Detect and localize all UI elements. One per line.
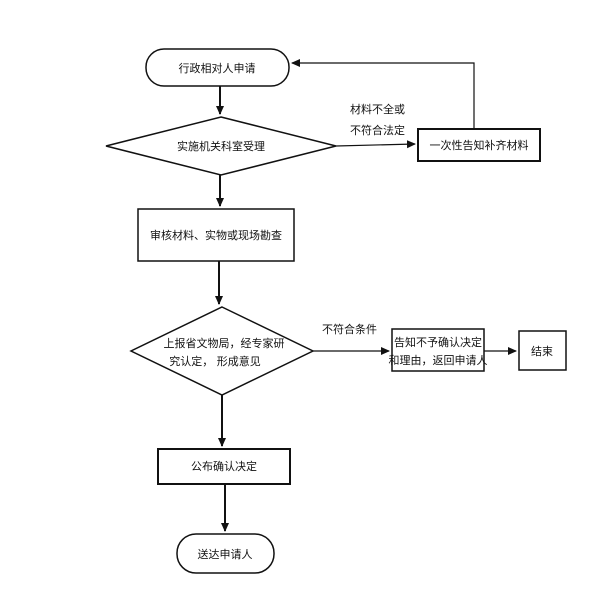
edge-label-incomplete-line1: 材料不全或 bbox=[350, 102, 405, 116]
node-reject: 告知不予确认决定 和理由，返回申请人 bbox=[389, 328, 488, 372]
node-accept: 实施机关科室受理 bbox=[105, 116, 337, 176]
applicant-shape bbox=[145, 48, 290, 87]
deliver-label: 送达申请人 bbox=[198, 547, 253, 561]
reject-shape bbox=[391, 328, 485, 372]
node-end: 结束 bbox=[518, 330, 567, 371]
report-label-line1: 上报省文物局，经专家研 bbox=[164, 336, 285, 350]
end-shape bbox=[518, 330, 567, 371]
node-deliver: 送达申请人 bbox=[176, 533, 275, 574]
report-label-line2: 究认定， 形成意见 bbox=[169, 354, 261, 368]
node-notify-supplement: 一次性告知补齐材料 bbox=[417, 128, 541, 162]
node-review: 审核材料、实物或现场勘查 bbox=[137, 208, 295, 262]
notify-supplement-shape bbox=[417, 128, 541, 162]
node-applicant: 行政相对人申请 bbox=[145, 48, 290, 87]
edge-label-incomplete-line2: 不符合法定 bbox=[350, 123, 405, 137]
accept-label: 实施机关科室受理 bbox=[177, 139, 265, 153]
reject-label-line1: 告知不予确认决定 bbox=[394, 335, 482, 349]
review-shape bbox=[137, 208, 295, 262]
applicant-label: 行政相对人申请 bbox=[179, 61, 256, 75]
notify-supplement-label: 一次性告知补齐材料 bbox=[430, 138, 529, 152]
deliver-shape bbox=[176, 533, 275, 574]
publish-shape bbox=[157, 448, 291, 485]
reject-label-line2: 和理由，返回申请人 bbox=[389, 353, 488, 367]
report-shape bbox=[129, 306, 315, 396]
node-publish: 公布确认决定 bbox=[157, 448, 291, 485]
end-label: 结束 bbox=[531, 345, 553, 358]
arrow-accept-to-notify bbox=[335, 140, 416, 149]
arrow-notify-back-to-applicant bbox=[291, 59, 475, 129]
node-report: 上报省文物局，经专家研 究认定， 形成意见 bbox=[129, 306, 315, 396]
edge-label-not-qualified: 不符合条件 bbox=[322, 322, 377, 336]
publish-label: 公布确认决定 bbox=[191, 459, 257, 473]
review-label: 审核材料、实物或现场勘查 bbox=[150, 228, 282, 242]
